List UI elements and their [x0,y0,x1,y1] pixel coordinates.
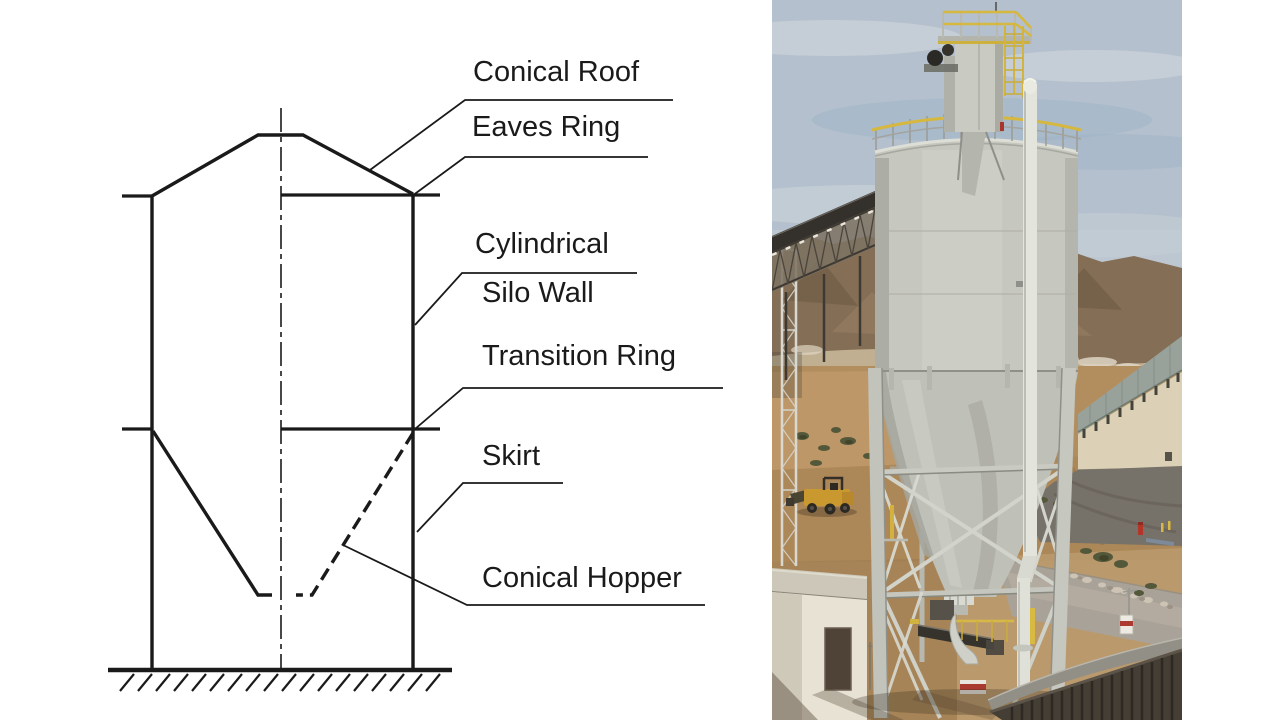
access-ladder [884,505,908,542]
diagram-eaves-ring [122,193,440,198]
conveyor-legs [784,256,862,380]
loader-arm [790,490,808,504]
diagram-conical-roof [151,133,414,198]
transition-stiffener [1005,364,1010,388]
hopper-outlet-flange [944,596,974,605]
diagram-hopper-solid [151,430,272,597]
loader-body [804,489,850,506]
flat-panel [1146,538,1174,546]
conveyor-gallery [987,637,1182,720]
loader-cab [822,476,844,490]
leader-conical-roof [369,99,673,171]
warehouse-wall [1078,372,1182,470]
label-eaves-ring: Eaves Ring [472,111,621,143]
leader-eaves-ring [411,156,648,197]
standpipe [1013,78,1037,690]
leader-conical-hopper [342,544,705,606]
frame-ring-beam-lower [881,586,1063,598]
inclined-conveyor [772,191,876,380]
loader-bucket [786,498,794,506]
platform-rails-yellow [943,10,1032,37]
equipment-shed [772,568,884,720]
discharge-elbow [949,613,979,665]
silo-diagram [108,99,723,692]
label-conical-hopper: Conical Hopper [482,562,682,594]
silo-photo-panel [772,0,1182,720]
conveyor-cover [772,191,875,252]
silo-diagram-panel: Conical Roof Eaves Ring Cylindrical Silo… [108,56,723,692]
front-end-loader [786,476,857,517]
elevator-motor [927,50,943,66]
label-skirt: Skirt [482,440,540,472]
warehouse-roof [1078,336,1182,434]
leader-transition-ring [414,387,723,430]
shed-door [824,627,852,691]
leader-cylindrical-silo-wall [414,272,637,326]
transition-stiffener [889,368,894,390]
site-fixtures [1119,521,1174,635]
label-transition-ring: Transition Ring [482,340,676,372]
label-cylindrical: Cylindrical [475,228,609,260]
leader-skirt [416,482,563,533]
bollard [1161,523,1164,532]
label-silo-wall: Silo Wall [482,277,594,309]
gallery-truss [990,650,1182,720]
gallery-slats [1010,655,1174,720]
top-platform [938,10,1032,44]
transition-stiffener [927,366,932,390]
diagram-hopper-dashed [296,432,415,597]
transition-stiffener [1056,366,1061,388]
silo-photo [772,0,1182,720]
support-leg-right [1050,368,1076,707]
pipe-flange [1013,644,1033,652]
diagram-ground-hatching [119,673,441,692]
warehouse-building [1077,336,1182,471]
fire-hydrant [1138,524,1143,535]
label-conical-roof: Conical Roof [473,56,640,88]
bollard [1168,521,1171,530]
